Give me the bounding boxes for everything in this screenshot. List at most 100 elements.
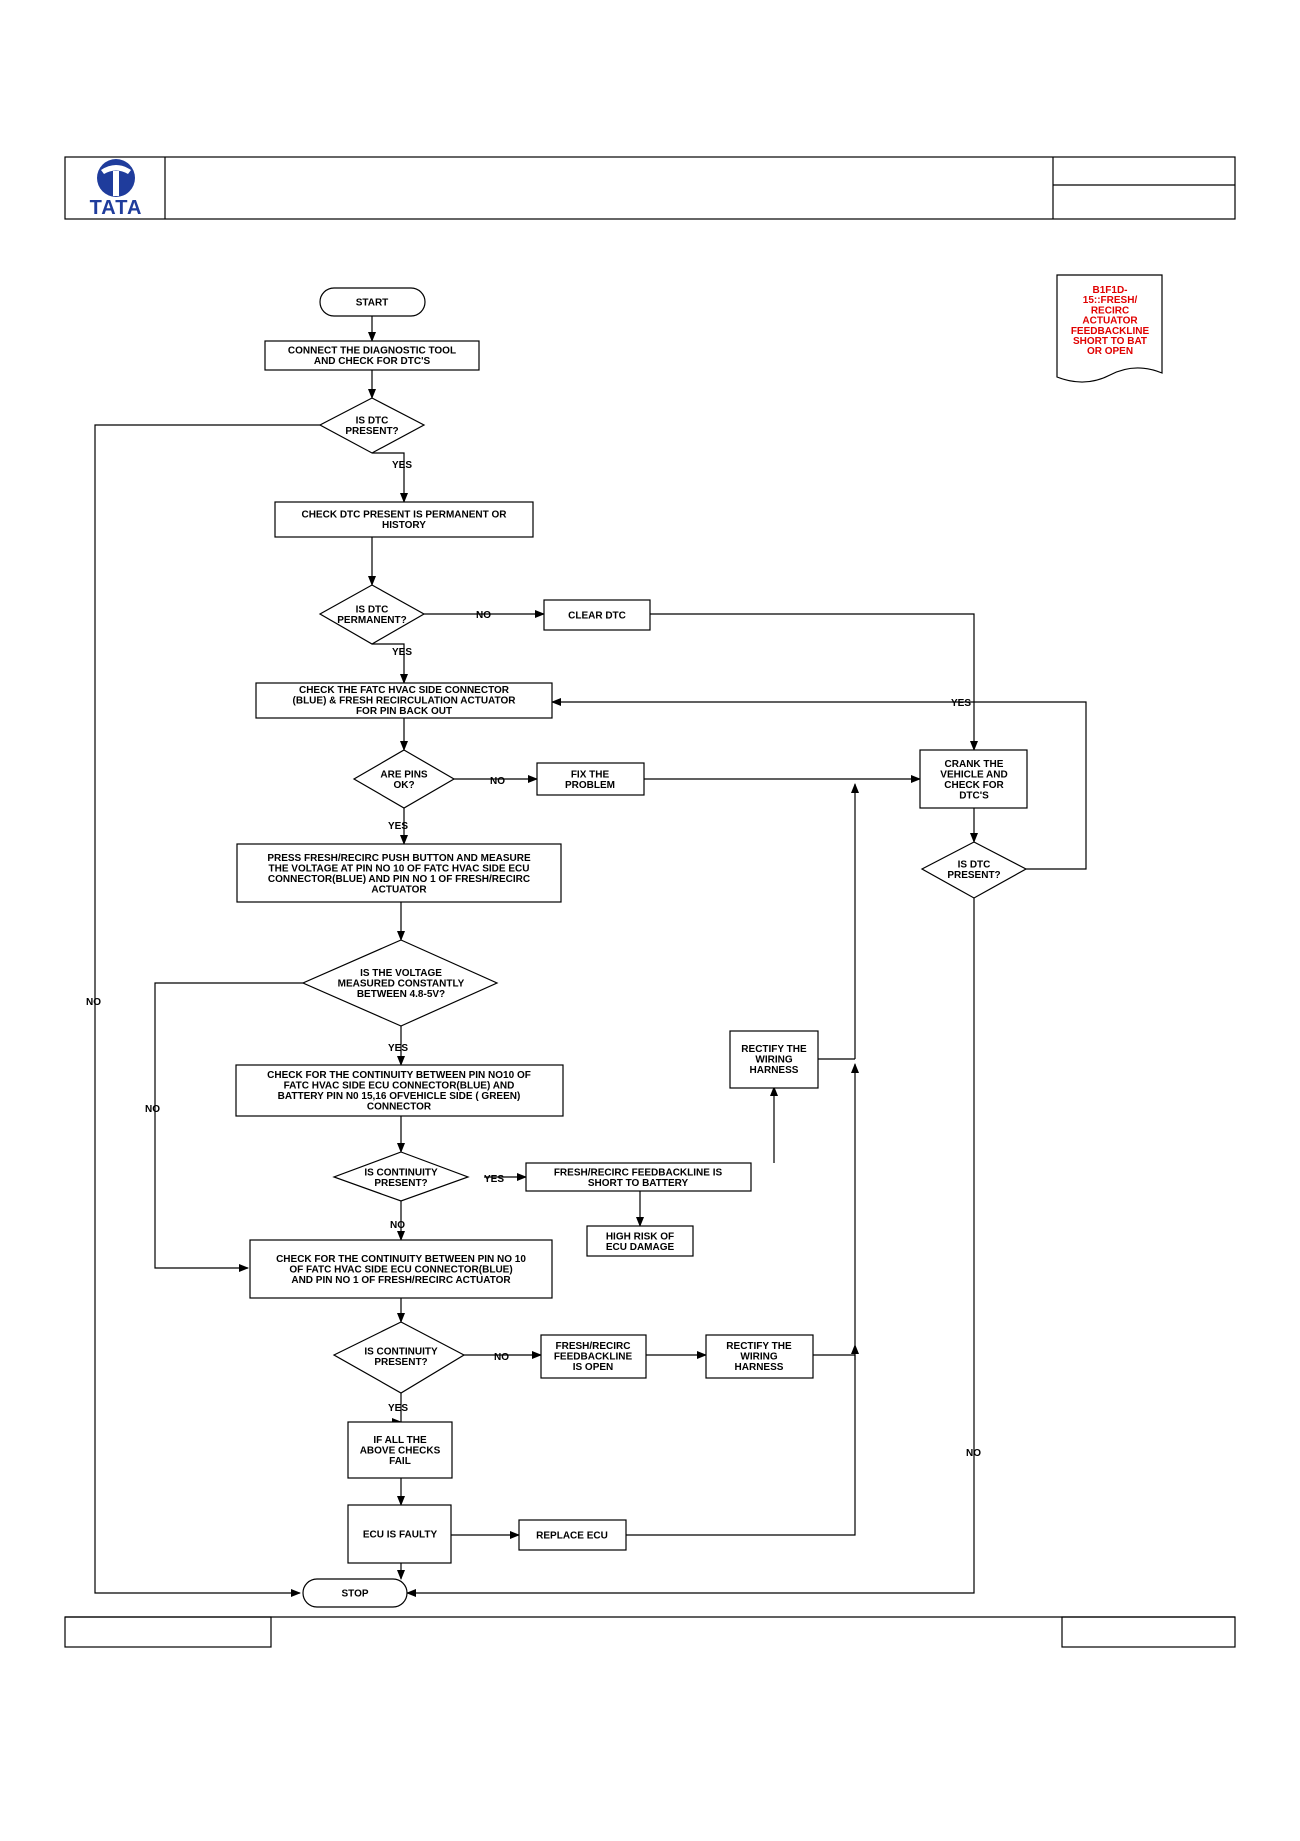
dtc-code-line: ACTUATOR	[1082, 316, 1138, 327]
node-label-replace-ecu: REPLACE ECU	[536, 1531, 608, 1542]
continuity-actuator-box	[249, 1239, 553, 1299]
stop-terminal	[302, 1578, 408, 1608]
node-label-short-battery: SHORT TO BATTERY	[588, 1178, 689, 1189]
dtc-code-line: FEEDBACKLINE	[1071, 326, 1150, 337]
edge-label-yes-cont2: YES	[388, 1403, 408, 1414]
node-label-dtc-present-1: IS DTC	[356, 415, 389, 426]
short-battery-box	[525, 1162, 752, 1192]
all-checks-fail-box	[347, 1421, 453, 1479]
node-label-crank: VEHICLE AND	[940, 769, 1007, 780]
node-label-high-risk: ECU DAMAGE	[606, 1242, 675, 1253]
node-label-feedback-open: FEEDBACKLINE	[554, 1352, 633, 1363]
voltage-decision	[301, 939, 499, 1027]
dtc-permanent-decision	[318, 584, 426, 645]
node-label-rectify-2: RECTIFY THE	[726, 1341, 792, 1352]
node-label-stop: STOP	[341, 1589, 368, 1600]
node-label-dtc-present-1: PRESENT?	[345, 426, 398, 437]
edge-label-no-pins: NO	[490, 776, 505, 787]
edge-label-no-dtc1: NO	[86, 997, 101, 1008]
node-label-fix-problem: PROBLEM	[565, 780, 615, 791]
connectors	[94, 316, 1087, 1597]
node-label-press-button: PRESS FRESH/RECIRC PUSH BUTTON AND MEASU…	[267, 853, 531, 864]
edge-label-no-perm: NO	[476, 610, 491, 621]
node-label-continuity-actuator: AND PIN NO 1 OF FRESH/RECIRC ACTUATOR	[291, 1275, 511, 1286]
dtc-present-decision-1	[318, 397, 426, 454]
edge-labels: NO YES NO YES YES NO YES NO YES YES NO N…	[86, 460, 981, 1459]
connect-tool-box	[264, 340, 480, 371]
node-label-crank: CHECK FOR	[944, 780, 1004, 791]
node-label-rectify-1: WIRING	[755, 1055, 792, 1066]
edge-label-yes-retest: YES	[951, 698, 971, 709]
start-terminal	[319, 287, 426, 317]
page-header: TATA	[64, 156, 1236, 220]
edge-label-no-cont2: NO	[494, 1352, 509, 1363]
node-label-continuity-present-2: PRESENT?	[374, 1357, 427, 1368]
node-label-rectify-2: WIRING	[740, 1352, 777, 1363]
check-connector-box	[255, 682, 553, 719]
node-label-continuity-actuator: CHECK FOR THE CONTINUITY BETWEEN PIN NO …	[276, 1254, 526, 1265]
node-label-press-button: CONNECTOR(BLUE) AND PIN NO 1 OF FRESH/RE…	[268, 874, 530, 885]
node-label-voltage-check: MEASURED CONSTANTLY	[338, 979, 465, 990]
node-label-pins-ok: OK?	[393, 780, 414, 791]
node-label-rectify-1: HARNESS	[750, 1065, 799, 1076]
node-label-high-risk: HIGH RISK OF	[606, 1231, 674, 1242]
ecu-faulty-box	[347, 1504, 452, 1564]
dtc-code-label: B1F1D-15::FRESH/RECIRCACTUATORFEEDBACKLI…	[1071, 285, 1150, 357]
node-label-dtc-present-2: IS DTC	[958, 859, 991, 870]
node-label-all-fail: IF ALL THE	[373, 1435, 427, 1446]
edge-label-yes-volt: YES	[388, 1043, 408, 1054]
node-label-check-connector: CHECK THE FATC HVAC SIDE CONNECTOR	[299, 685, 510, 696]
node-label-voltage-check: BETWEEN 4.8-5V?	[357, 989, 445, 1000]
node-label-all-fail: FAIL	[389, 1456, 411, 1467]
header-frame	[64, 156, 1236, 220]
high-risk-box	[586, 1225, 694, 1257]
node-label-check-connector: FOR PIN BACK OUT	[356, 706, 452, 717]
dtc-present-decision-2	[920, 841, 1028, 899]
node-label-feedback-open: IS OPEN	[573, 1362, 614, 1373]
node-label-continuity-present-2: IS CONTINUITY	[364, 1346, 438, 1357]
node-label-ecu-faulty: ECU IS FAULTY	[363, 1530, 438, 1541]
node-label-check-permanent: HISTORY	[382, 520, 426, 531]
dtc-code-line: RECIRC	[1091, 305, 1129, 316]
tata-logo: TATA	[90, 159, 143, 219]
node-label-rectify-2: HARNESS	[735, 1362, 784, 1373]
node-label-continuity-battery: BATTERY PIN N0 15,16 OFVEHICLE SIDE ( GR…	[278, 1091, 521, 1102]
node-label-connect: CONNECT THE DIAGNOSTIC TOOL	[288, 345, 456, 356]
pins-ok-decision	[352, 749, 456, 809]
node-label-all-fail: ABOVE CHECKS	[360, 1446, 441, 1457]
continuity-decision-2	[332, 1321, 466, 1394]
edge-label-yes-dtc1: YES	[392, 460, 412, 471]
dtc-code-tag	[1056, 274, 1163, 383]
edge-label-yes-cont1: YES	[484, 1174, 504, 1185]
replace-ecu-box	[518, 1519, 627, 1551]
check-permanent-box	[274, 501, 534, 538]
node-label-continuity-present-1: PRESENT?	[374, 1178, 427, 1189]
continuity-battery-box	[235, 1064, 564, 1117]
edge-label-no-dtc2: NO	[966, 1448, 981, 1459]
node-label-short-battery: FRESH/RECIRC FEEDBACKLINE IS	[554, 1167, 723, 1178]
fix-problem-box	[536, 762, 645, 796]
footer-left-box	[64, 1616, 272, 1648]
press-button-box	[236, 843, 562, 903]
rectify-harness-box-1	[729, 1030, 819, 1089]
dtc-code-line: OR OPEN	[1087, 346, 1133, 357]
node-label-continuity-battery: FATC HVAC SIDE ECU CONNECTOR(BLUE) AND	[284, 1080, 515, 1091]
logo-text: TATA	[90, 197, 143, 219]
node-label-dtc-present-2: PRESENT?	[947, 870, 1000, 881]
node-label-rectify-1: RECTIFY THE	[741, 1044, 807, 1055]
node-label-start: START	[356, 298, 389, 309]
dtc-code-line: 15::FRESH/	[1083, 295, 1138, 306]
node-label-crank: CRANK THE	[945, 759, 1004, 770]
node-label-continuity-battery: CHECK FOR THE CONTINUITY BETWEEN PIN NO1…	[267, 1070, 531, 1081]
node-label-pins-ok: ARE PINS	[380, 769, 428, 780]
clear-dtc-box	[543, 599, 651, 631]
footer-right-box	[1061, 1616, 1236, 1648]
node-label-continuity-battery: CONNECTOR	[367, 1101, 432, 1112]
node-label-press-button: THE VOLTAGE AT PIN NO 10 OF FATC HVAC SI…	[269, 863, 530, 874]
node-label-crank: DTC'S	[959, 790, 989, 801]
node-label-feedback-open: FRESH/RECIRC	[555, 1341, 630, 1352]
page-footer	[64, 1616, 1236, 1648]
node-label-is-permanent: PERMANENT?	[337, 615, 406, 626]
continuity-decision-1	[332, 1151, 470, 1202]
